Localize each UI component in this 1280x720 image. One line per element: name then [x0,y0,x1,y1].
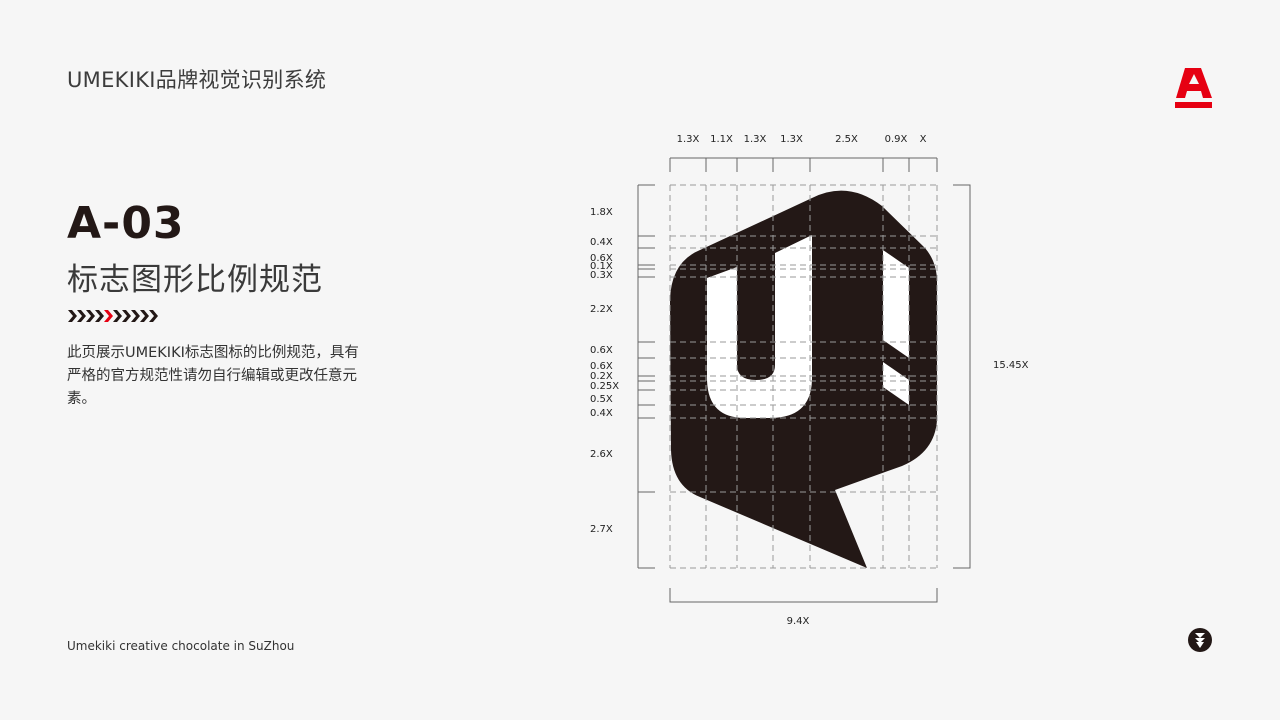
row-proportion-label: 2.6X [590,449,613,460]
chevron [77,310,86,322]
bottom-bracket [669,588,938,603]
total-width-label: 9.4X [787,616,810,627]
brand-logo-a [1175,68,1212,108]
chevron [95,310,104,322]
column-proportion-label: 1.3X [780,134,803,145]
chevron-arrows-icon [68,310,158,322]
section-heading: 标志图形比例规范 [67,262,323,298]
chevron [149,310,158,322]
column-proportion-label: 1.3X [744,134,767,145]
row-proportion-label: 0.6X [590,345,613,356]
row-proportion-label: 0.6X [590,253,613,264]
section-code: A-03 [67,198,185,249]
brand-title: UMEKIKI品牌视觉识别系统 [67,68,327,92]
right-bracket [953,184,971,569]
chevron [68,310,77,322]
logo-letter-k-lower [883,362,909,405]
row-proportion-label: 2.2X [590,304,613,315]
row-proportion-label: 0.2X [590,371,613,382]
row-proportion-label: 1.8X [590,207,613,218]
chevron [140,310,149,322]
dimension-brackets [637,157,971,603]
umekiki-logo-mark [670,190,937,569]
proportion-grid [669,184,938,569]
chevron [131,310,140,322]
column-proportion-label: 1.1X [710,134,733,145]
row-proportion-label: 2.7X [590,524,613,535]
column-proportion-label: 1.3X [677,134,700,145]
row-proportion-label: 0.5X [590,394,613,405]
row-proportion-label: 0.25X [590,381,619,392]
chevron [104,310,113,322]
logo-letter-u [707,235,812,418]
column-proportion-label: 2.5X [835,134,858,145]
row-proportion-label: 0.3X [590,270,613,281]
row-proportion-label: 0.1X [590,261,613,272]
total-height-label: 15.45X [993,360,1029,371]
scroll-down-icon[interactable] [1187,627,1213,653]
chevron [86,310,95,322]
chevron [122,310,131,322]
chevron [113,310,122,322]
row-proportion-label: 0.6X [590,361,613,372]
section-description: 此页展示UMEKIKI标志图标的比例规范，具有严格的官方规范性请勿自行编辑或更改… [67,345,359,407]
row-proportion-label: 0.4X [590,237,613,248]
row-proportion-label: 0.4X [590,408,613,419]
column-proportion-label: 0.9X [885,134,908,145]
footer-text: Umekiki creative chocolate in SuZhou [67,639,295,653]
column-proportion-label: X [920,134,927,145]
